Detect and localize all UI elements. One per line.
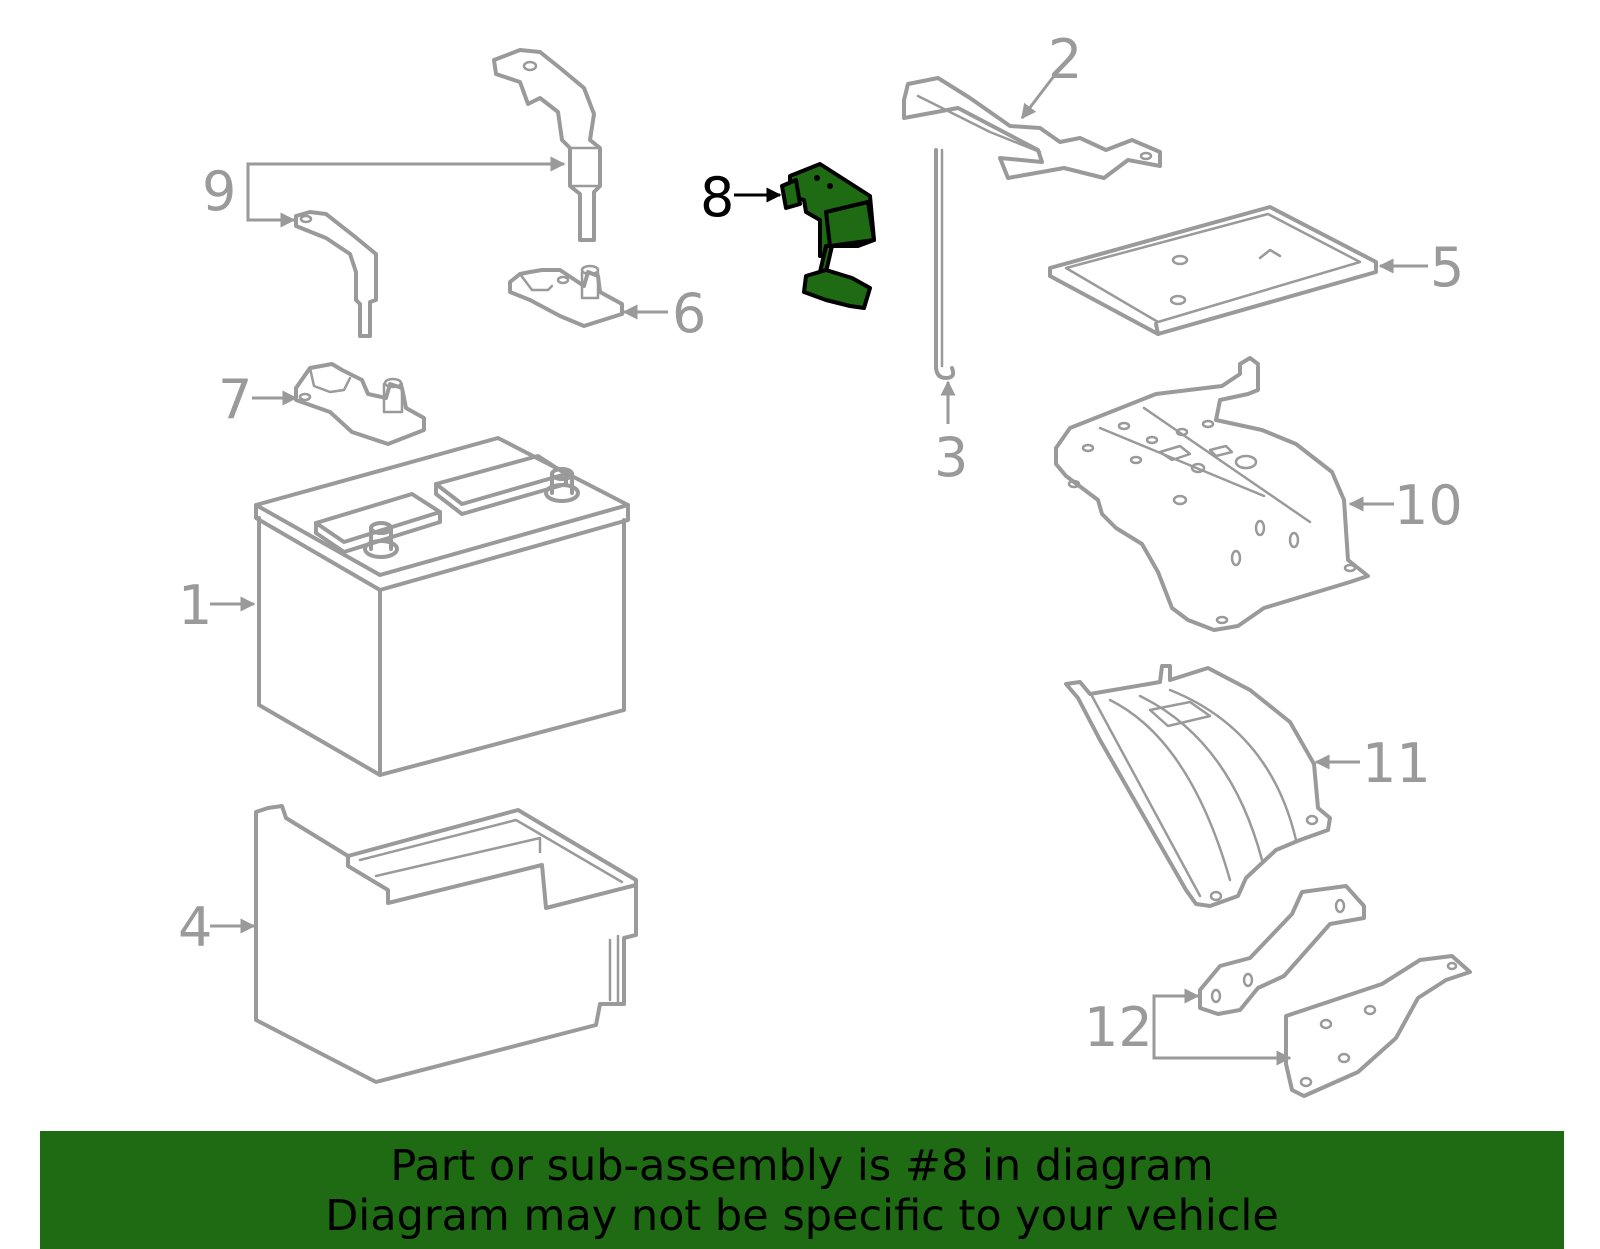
part-2-hold-down-clamp [902,76,1162,180]
callout-5: 5 [1430,236,1464,299]
callout-9: 9 [202,160,236,223]
part-8-highlighted-sensor [780,162,876,310]
info-banner: Part or sub-assembly is #8 in diagram Di… [40,1131,1564,1249]
banner-line-2: Diagram may not be specific to your vehi… [325,1191,1279,1241]
callouts: 1 2 3 4 5 6 7 8 9 10 11 12 [178,28,1464,1059]
callout-10: 10 [1394,474,1463,537]
part-7-terminal [294,362,426,446]
callout-11: 11 [1362,732,1431,795]
part-6-terminal [508,264,624,328]
part-12-bracket-lower [1284,954,1472,1098]
part-4-battery-tray [254,804,638,1084]
callout-1: 1 [178,574,212,637]
callout-2: 2 [1048,28,1082,91]
callout-8: 8 [700,166,734,229]
part-3-hold-down-rod [934,148,956,380]
part-12-bracket-upper [1198,884,1366,1016]
part-5-tray-plate [1048,205,1378,336]
part-9-bracket-right [492,48,602,242]
callout-7: 7 [218,368,252,431]
leaders [210,75,1428,1066]
callout-6: 6 [672,282,706,345]
callout-12: 12 [1084,996,1153,1059]
callout-3: 3 [934,426,968,489]
part-10-carrier-plate [1054,356,1370,632]
part-11-tray-support [1064,664,1332,908]
callout-4: 4 [178,896,212,959]
part-1-battery [254,436,630,777]
banner-line-1: Part or sub-assembly is #8 in diagram [390,1141,1214,1191]
part-9-bracket-left [294,210,378,338]
